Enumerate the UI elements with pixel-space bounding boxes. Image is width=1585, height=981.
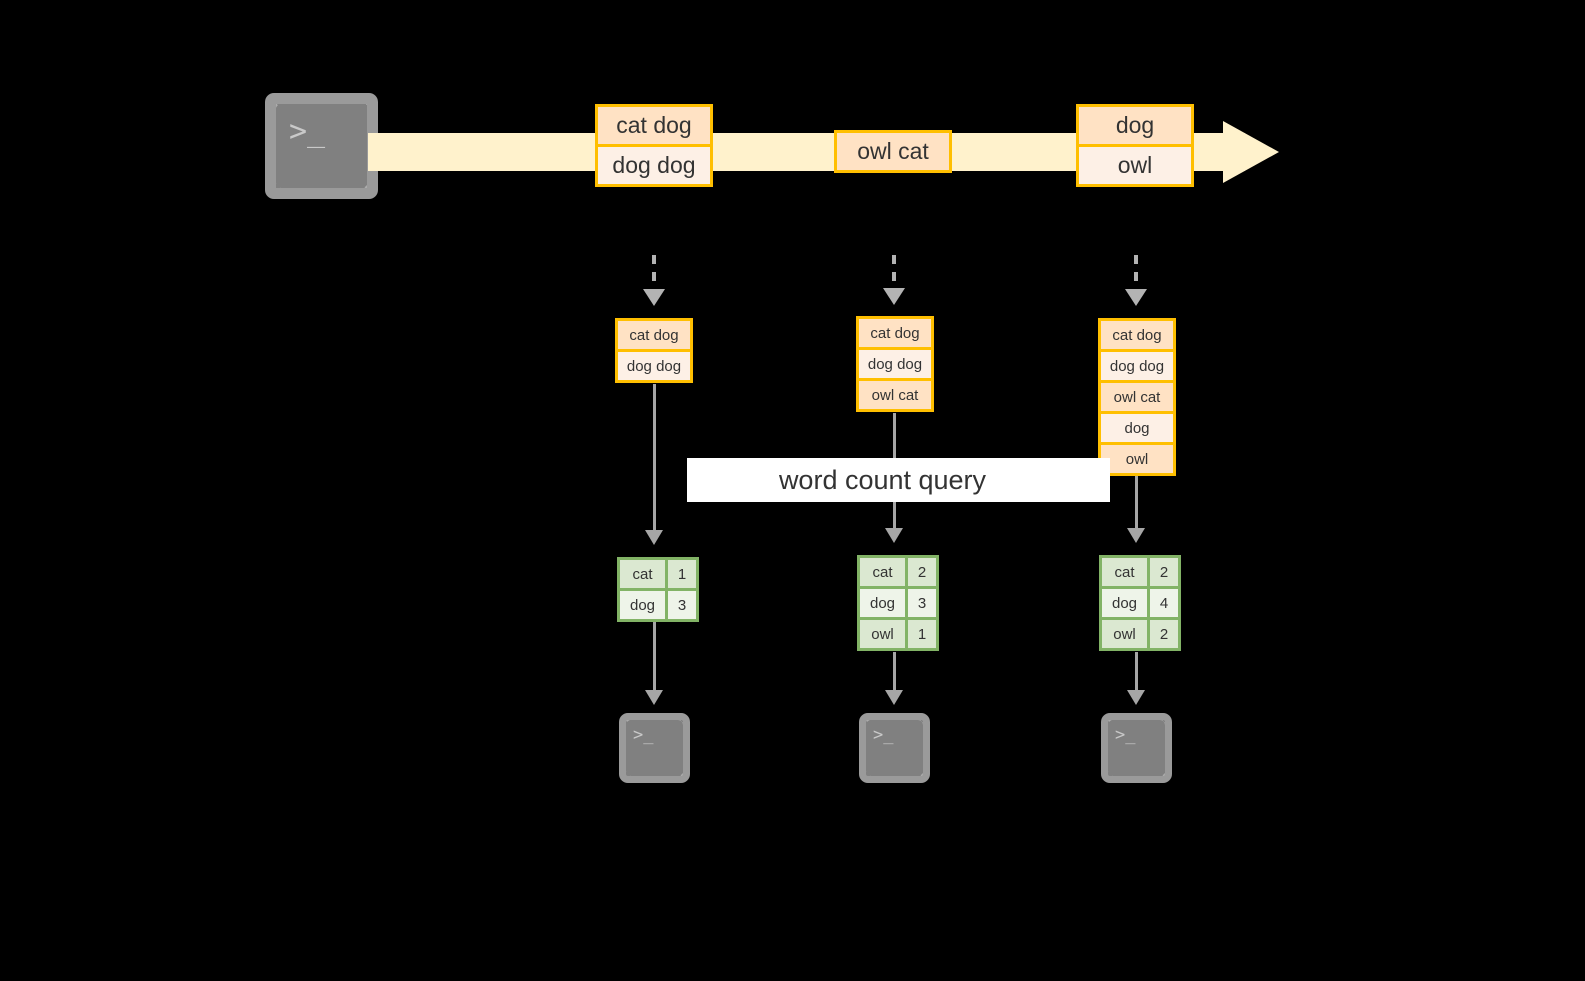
result-count: 2 bbox=[1150, 558, 1178, 586]
result-word: dog bbox=[860, 589, 905, 617]
result-table-3: cat 2 dog 4 owl 2 bbox=[1099, 555, 1181, 651]
table-to-result-arrowhead-2 bbox=[885, 528, 903, 543]
result-table-row: cat 2 bbox=[1102, 558, 1178, 586]
stream-batch-1: cat dog dog dog bbox=[595, 104, 713, 187]
input-table-row: cat dog bbox=[1101, 321, 1173, 349]
terminal-prompt-glyph: >_ bbox=[289, 114, 326, 149]
table-to-result-arrowhead-3 bbox=[1127, 528, 1145, 543]
result-count: 1 bbox=[908, 620, 936, 648]
stream-to-table-arrowhead-3 bbox=[1125, 289, 1147, 306]
stream-to-table-connector-1 bbox=[652, 255, 656, 290]
result-word: owl bbox=[1102, 620, 1147, 648]
result-table-row: owl 1 bbox=[860, 620, 936, 648]
result-word: cat bbox=[620, 560, 665, 588]
result-table-row: cat 2 bbox=[860, 558, 936, 586]
result-count: 3 bbox=[908, 589, 936, 617]
result-table-row: dog 3 bbox=[860, 589, 936, 617]
input-table-row: dog bbox=[1101, 414, 1173, 442]
input-table-row: owl bbox=[1101, 445, 1173, 473]
result-count: 2 bbox=[908, 558, 936, 586]
stream-to-table-connector-3 bbox=[1134, 255, 1138, 290]
terminal-screen bbox=[1108, 720, 1165, 776]
result-word: dog bbox=[620, 591, 665, 619]
terminal-prompt-glyph: >_ bbox=[1115, 725, 1136, 745]
result-word: owl bbox=[860, 620, 905, 648]
terminal-screen bbox=[276, 104, 367, 188]
sink-terminal-icon-1: >_ bbox=[619, 713, 690, 783]
result-table-2: cat 2 dog 3 owl 1 bbox=[857, 555, 939, 651]
result-to-sink-connector-2 bbox=[893, 652, 896, 694]
query-label: word count query bbox=[778, 464, 987, 495]
result-count: 2 bbox=[1150, 620, 1178, 648]
input-table-3: cat dog dog dog owl cat dog owl bbox=[1098, 318, 1176, 476]
result-count: 3 bbox=[668, 591, 696, 619]
result-word: dog bbox=[1102, 589, 1147, 617]
result-table-row: owl 2 bbox=[1102, 620, 1178, 648]
result-table-row: cat 1 bbox=[620, 560, 696, 588]
stream-record: owl bbox=[1079, 147, 1191, 184]
terminal-prompt-glyph: >_ bbox=[873, 725, 894, 745]
sink-terminal-icon-2: >_ bbox=[859, 713, 930, 783]
stream-record: dog dog bbox=[598, 147, 710, 184]
stream-batch-2: owl cat bbox=[834, 130, 952, 173]
result-to-sink-connector-1 bbox=[653, 622, 656, 694]
input-table-2: cat dog dog dog owl cat bbox=[856, 316, 934, 412]
result-table-1: cat 1 dog 3 bbox=[617, 557, 699, 622]
terminal-prompt-glyph: >_ bbox=[633, 725, 654, 745]
terminal-screen bbox=[626, 720, 683, 776]
stream-record: owl cat bbox=[837, 133, 949, 170]
stream-batch-3: dog owl bbox=[1076, 104, 1194, 187]
result-table-row: dog 3 bbox=[620, 591, 696, 619]
terminal-screen bbox=[866, 720, 923, 776]
stream-record: dog bbox=[1079, 107, 1191, 144]
result-to-sink-arrowhead-2 bbox=[885, 690, 903, 705]
source-terminal-icon: >_ bbox=[265, 93, 378, 199]
stream-to-table-arrowhead-2 bbox=[883, 288, 905, 305]
result-count: 4 bbox=[1150, 589, 1178, 617]
stream-to-table-arrowhead-1 bbox=[643, 289, 665, 306]
input-table-row: dog dog bbox=[618, 352, 690, 380]
result-to-sink-arrowhead-3 bbox=[1127, 690, 1145, 705]
stream-arrowhead bbox=[1223, 121, 1279, 183]
result-table-row: dog 4 bbox=[1102, 589, 1178, 617]
input-table-row: cat dog bbox=[618, 321, 690, 349]
result-word: cat bbox=[860, 558, 905, 586]
stream-to-table-connector-2 bbox=[892, 255, 896, 289]
sink-terminal-icon-3: >_ bbox=[1101, 713, 1172, 783]
stream-record: cat dog bbox=[598, 107, 710, 144]
query-banner: word count query bbox=[687, 458, 1110, 502]
table-to-result-connector-1 bbox=[653, 384, 656, 535]
result-count: 1 bbox=[668, 560, 696, 588]
input-table-1: cat dog dog dog bbox=[615, 318, 693, 383]
input-table-row: dog dog bbox=[1101, 352, 1173, 380]
input-table-row: owl cat bbox=[1101, 383, 1173, 411]
input-table-row: owl cat bbox=[859, 381, 931, 409]
result-to-sink-connector-3 bbox=[1135, 652, 1138, 694]
input-table-row: dog dog bbox=[859, 350, 931, 378]
table-to-result-arrowhead-1 bbox=[645, 530, 663, 545]
table-to-result-connector-3 bbox=[1135, 476, 1138, 533]
result-to-sink-arrowhead-1 bbox=[645, 690, 663, 705]
result-word: cat bbox=[1102, 558, 1147, 586]
input-table-row: cat dog bbox=[859, 319, 931, 347]
